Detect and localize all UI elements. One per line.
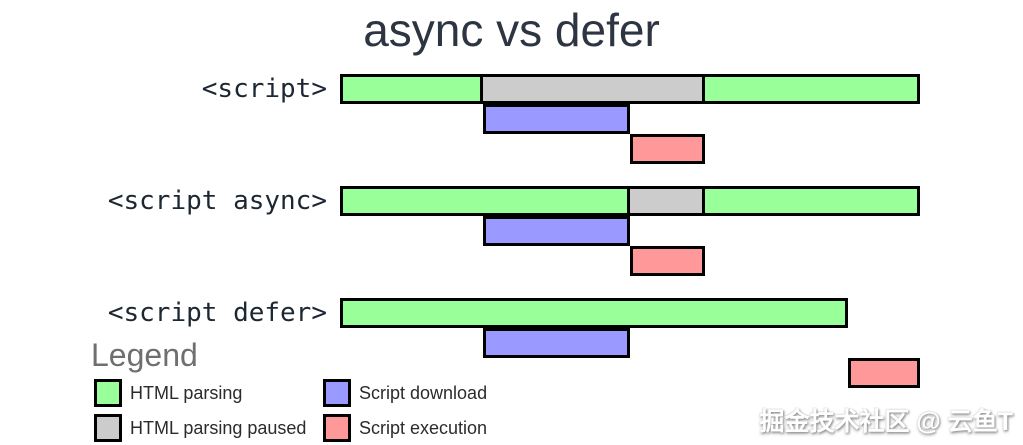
script-tag-label: <script async> xyxy=(107,186,327,216)
bar-html-parsing-paused xyxy=(627,186,705,216)
legend-swatch-html-parsing xyxy=(94,379,122,407)
bar-script-execution xyxy=(848,358,920,388)
legend-swatch-html-parsing-paused xyxy=(94,414,122,442)
legend-label: Script download xyxy=(359,383,488,403)
watermark: 掘金技术社区 @ 云鱼T xyxy=(759,408,1013,436)
bar-script-download xyxy=(483,104,630,134)
bar-html-parsing-paused xyxy=(480,74,705,104)
bar-html-parsing xyxy=(340,186,630,216)
script-tag-label: <script> xyxy=(201,74,327,104)
legend-label: Script execution xyxy=(359,418,488,438)
legend-label: HTML parsing paused xyxy=(130,418,307,438)
legend-heading: Legend xyxy=(91,337,198,373)
bar-script-execution xyxy=(630,246,705,276)
diagram-title: async vs defer xyxy=(363,4,660,56)
bar-script-download xyxy=(483,328,630,358)
bar-html-parsing xyxy=(702,74,920,104)
legend-swatch-script-download xyxy=(323,379,351,407)
legend-swatch-script-execution xyxy=(323,414,351,442)
script-tag-label: <script defer> xyxy=(107,298,327,328)
bar-script-download xyxy=(483,216,630,246)
bar-html-parsing xyxy=(340,298,848,328)
bar-script-execution xyxy=(630,134,705,164)
bar-html-parsing xyxy=(340,74,483,104)
legend-label: HTML parsing xyxy=(130,383,243,403)
bar-html-parsing xyxy=(702,186,920,216)
